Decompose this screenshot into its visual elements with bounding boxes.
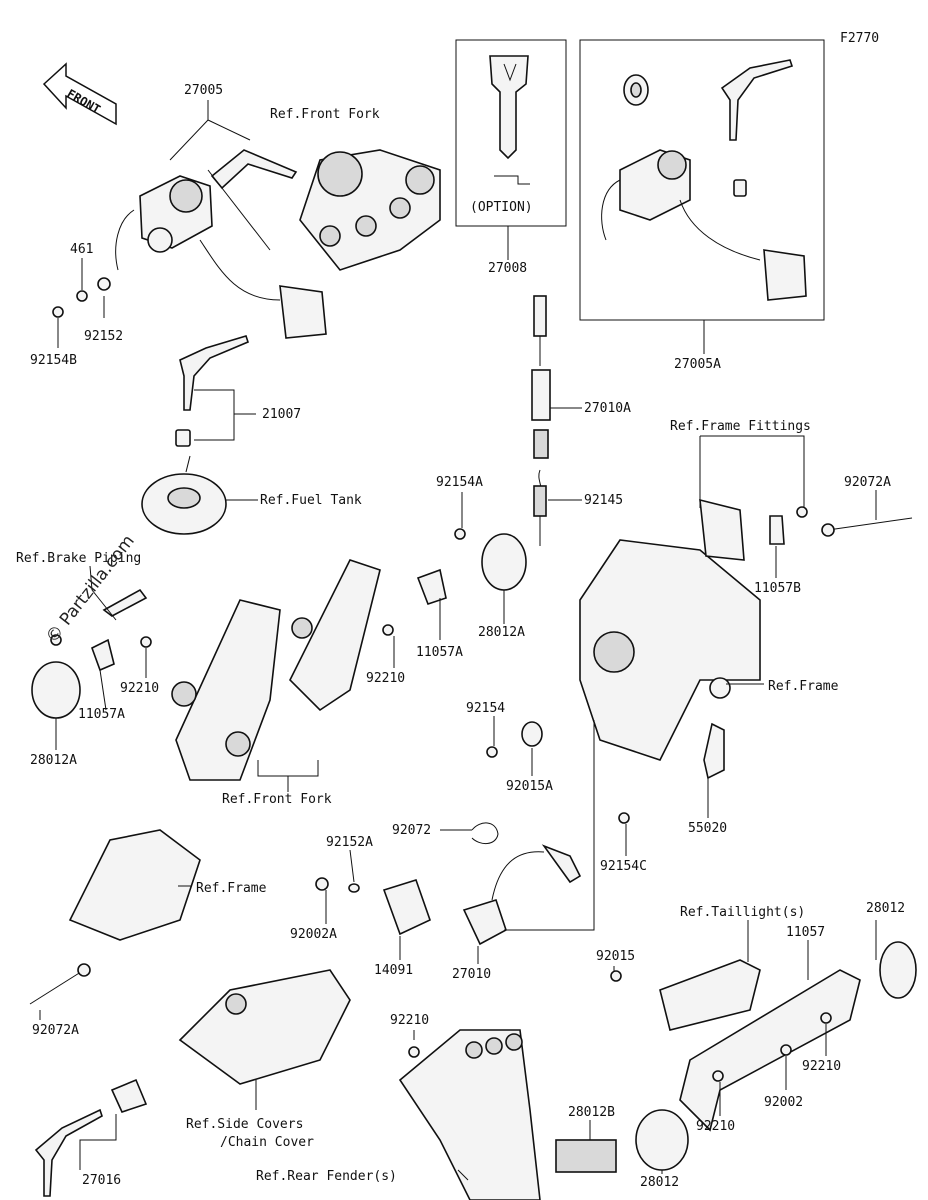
frame-center-right bbox=[579, 498, 913, 780]
part-28012-bottom: 28012 bbox=[640, 1175, 679, 1190]
sensor-27010A bbox=[531, 295, 551, 546]
ref-frame-fittings: Ref.Frame Fittings bbox=[670, 419, 811, 434]
reflector-28012A-mid bbox=[382, 528, 527, 636]
part-92015: 92015 bbox=[596, 949, 635, 964]
part-92002A: 92002A bbox=[290, 927, 337, 942]
part-14091: 14091 bbox=[374, 963, 413, 978]
front-fork-tubes bbox=[171, 559, 381, 781]
side-cover bbox=[178, 969, 351, 1085]
part-92152A: 92152A bbox=[326, 835, 373, 850]
ref-front-fork-top: Ref.Front Fork bbox=[270, 107, 380, 122]
part-92152: 92152 bbox=[84, 329, 123, 344]
rear-bracket bbox=[610, 941, 917, 1171]
option-box bbox=[455, 39, 567, 227]
ref-fuel-tank: Ref.Fuel Tank bbox=[260, 493, 362, 508]
part-92154C: 92154C bbox=[600, 859, 647, 874]
part-55020: 55020 bbox=[688, 821, 727, 836]
part-92210-mid: 92210 bbox=[366, 671, 405, 686]
part-11057A-mid: 11057A bbox=[416, 645, 463, 660]
part-92002: 92002 bbox=[764, 1095, 803, 1110]
part-27010A: 27010A bbox=[584, 401, 631, 416]
part-28012A-left: 28012A bbox=[30, 753, 77, 768]
ref-rear-fender: Ref.Rear Fender(s) bbox=[256, 1169, 397, 1184]
key-lock-27016 bbox=[34, 1078, 148, 1197]
part-92154B: 92154B bbox=[30, 353, 77, 368]
part-27016: 27016 bbox=[82, 1173, 121, 1188]
part-92210-left: 92210 bbox=[120, 681, 159, 696]
part-27008: 27008 bbox=[488, 261, 527, 276]
part-461: 461 bbox=[70, 242, 93, 257]
part-92145: 92145 bbox=[584, 493, 623, 508]
ignition-switch-27005 bbox=[52, 149, 327, 339]
part-92072A-top: 92072A bbox=[844, 475, 891, 490]
part-27005A: 27005A bbox=[674, 357, 721, 372]
part-92154: 92154 bbox=[466, 701, 505, 716]
part-92210-rear: 92210 bbox=[390, 1013, 429, 1028]
key-blank-icon bbox=[489, 55, 530, 185]
part-11057A-left: 11057A bbox=[78, 707, 125, 722]
part-21007: 21007 bbox=[262, 407, 301, 422]
side-switch-27010 bbox=[315, 822, 582, 946]
part-92154A: 92154A bbox=[436, 475, 483, 490]
reflector-28012A-left bbox=[31, 588, 152, 719]
frame-lower-left bbox=[29, 829, 201, 1005]
fuel-cap bbox=[141, 473, 227, 535]
part-92210-r2: 92210 bbox=[696, 1119, 735, 1134]
ref-frame-left: Ref.Frame bbox=[196, 881, 267, 896]
ref-front-fork-bottom: Ref.Front Fork bbox=[222, 792, 332, 807]
front-fork-top bbox=[299, 149, 441, 271]
part-28012B: 28012B bbox=[568, 1105, 615, 1120]
part-27005: 27005 bbox=[184, 83, 223, 98]
ref-chain-cover: /Chain Cover bbox=[220, 1135, 314, 1150]
part-92210-r1: 92210 bbox=[802, 1059, 841, 1074]
kit-27005A-parts bbox=[601, 59, 807, 301]
ref-side-covers: Ref.Side Covers bbox=[186, 1117, 303, 1132]
part-11057: 11057 bbox=[786, 925, 825, 940]
part-27010: 27010 bbox=[452, 967, 491, 982]
leader-lines bbox=[39, 100, 877, 1181]
ref-brake-piping: Ref.Brake Piping bbox=[16, 551, 141, 566]
key-set-21007 bbox=[175, 335, 249, 447]
reflector-28012B bbox=[555, 1139, 617, 1173]
part-92072: 92072 bbox=[392, 823, 431, 838]
collar-and-bolt bbox=[486, 721, 630, 824]
part-92072A-bottom: 92072A bbox=[32, 1023, 79, 1038]
part-28012A-mid: 28012A bbox=[478, 625, 525, 640]
part-92015A: 92015A bbox=[506, 779, 553, 794]
figure-code: F2770 bbox=[840, 31, 879, 46]
ref-frame-mid: Ref.Frame bbox=[768, 679, 839, 694]
watermark: © Partzilla.com bbox=[42, 531, 139, 647]
part-28012-right: 28012 bbox=[866, 901, 905, 916]
part-11057B: 11057B bbox=[754, 581, 801, 596]
ref-taillights: Ref.Taillight(s) bbox=[680, 905, 805, 920]
option-label: (OPTION) bbox=[470, 200, 533, 215]
kit-27005A-box bbox=[579, 39, 825, 321]
rear-fender bbox=[398, 1029, 541, 1200]
front-arrow-icon: FRONT bbox=[42, 62, 117, 126]
